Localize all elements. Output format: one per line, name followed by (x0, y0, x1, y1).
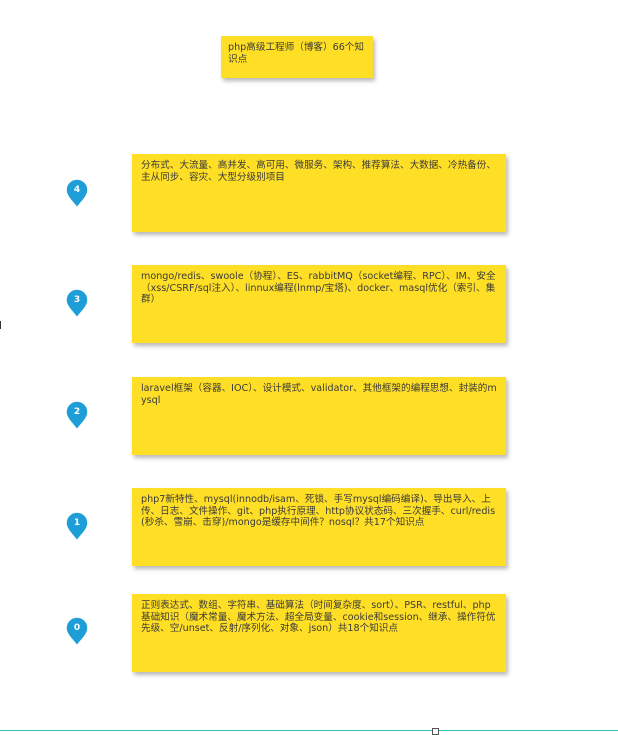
level-text: php7新特性、mysql(innodb/isam、死锁、手写mysql编码编译… (141, 494, 496, 528)
title-text: php高级工程师（博客）66个知识点 (228, 42, 364, 65)
level-note-1[interactable]: php7新特性、mysql(innodb/isam、死锁、手写mysql编码编译… (132, 488, 506, 566)
resize-handle[interactable] (432, 728, 439, 735)
level-text: 分布式、大流量、高并发、高可用、微服务、架构、推荐算法、大数据、冷热备份、主从同… (141, 160, 496, 183)
level-marker-0: 0 (65, 616, 89, 648)
level-number: 4 (73, 185, 81, 195)
level-number: 0 (73, 623, 81, 633)
level-note-0[interactable]: 正则表达式、数组、字符串、基础算法（时间复杂度、sort）、PSR、restfu… (132, 594, 506, 672)
level-marker-4: 4 (65, 178, 89, 210)
map-pin-icon (65, 511, 89, 543)
canvas-boundary-line (0, 730, 618, 731)
map-pin-icon (65, 288, 89, 320)
canvas-edge-tick (0, 321, 1, 329)
level-note-3[interactable]: mongo/redis、swoole（协程）、ES、rabbitMQ（socke… (132, 265, 506, 343)
map-pin-icon (65, 178, 89, 210)
title-note[interactable]: php高级工程师（博客）66个知识点 (221, 36, 373, 78)
map-pin-icon (65, 400, 89, 432)
level-text: mongo/redis、swoole（协程）、ES、rabbitMQ（socke… (141, 271, 496, 305)
level-note-4[interactable]: 分布式、大流量、高并发、高可用、微服务、架构、推荐算法、大数据、冷热备份、主从同… (132, 154, 506, 232)
level-marker-1: 1 (65, 511, 89, 543)
level-text: 正则表达式、数组、字符串、基础算法（时间复杂度、sort）、PSR、restfu… (141, 600, 496, 634)
level-marker-3: 3 (65, 288, 89, 320)
level-number: 2 (73, 407, 81, 417)
level-note-2[interactable]: laravel框架（容器、IOC）、设计模式、validator、其他框架的编程… (132, 377, 506, 455)
level-marker-2: 2 (65, 400, 89, 432)
map-pin-icon (65, 616, 89, 648)
level-number: 3 (73, 295, 81, 305)
level-number: 1 (73, 518, 81, 528)
level-text: laravel框架（容器、IOC）、设计模式、validator、其他框架的编程… (141, 383, 497, 406)
